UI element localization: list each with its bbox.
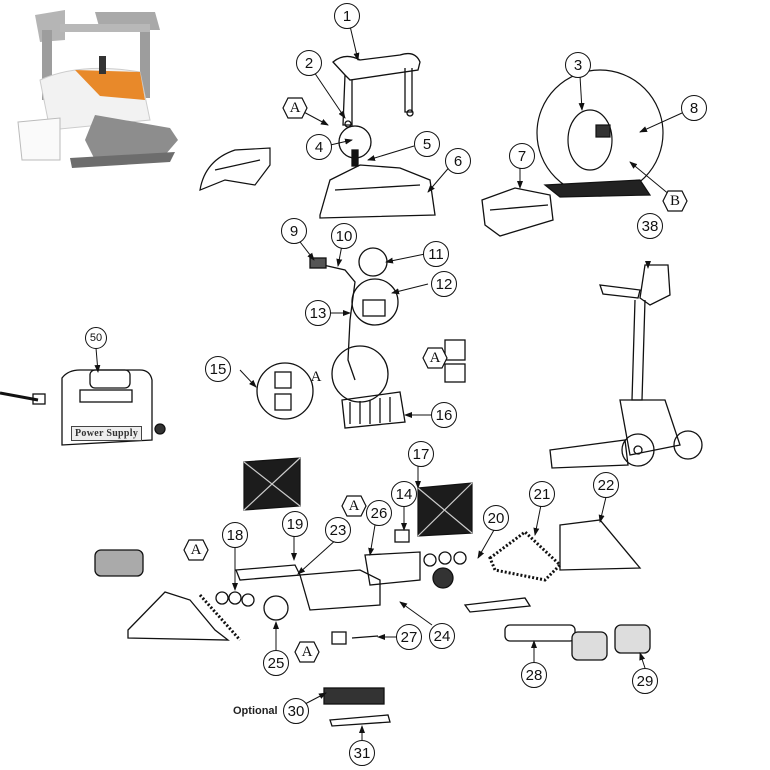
power-supply-label: Power Supply xyxy=(71,426,143,441)
callout-19: 19 xyxy=(282,511,308,537)
callout-9: 9 xyxy=(281,218,307,244)
callout-18: 18 xyxy=(222,522,248,548)
callout-38: 38 xyxy=(637,213,663,239)
handle-frame-part xyxy=(332,52,421,128)
callout-28: 28 xyxy=(521,662,547,688)
callout-15: 15 xyxy=(205,356,231,382)
top-cover-part xyxy=(199,147,271,191)
filter-panels xyxy=(243,457,473,537)
callout-12: 12 xyxy=(431,271,457,297)
callout-29: 29 xyxy=(632,668,658,694)
hexagon-icon xyxy=(341,495,367,517)
callout-21: 21 xyxy=(529,481,555,507)
hexagon-icon xyxy=(294,641,320,663)
callout-2: 2 xyxy=(296,50,322,76)
callout-1: 1 xyxy=(334,3,360,29)
callout-14: 14 xyxy=(391,481,417,507)
hexagon-icon xyxy=(282,97,308,119)
robot-product-photo xyxy=(17,10,178,168)
hex-label-a: A xyxy=(341,495,367,517)
callout-31: 31 xyxy=(349,740,375,766)
caddy-cart-part xyxy=(549,264,703,469)
callout-8: 8 xyxy=(681,95,707,121)
callout-17: 17 xyxy=(408,441,434,467)
hexagon-icon xyxy=(183,539,209,561)
callout-26: 26 xyxy=(366,500,392,526)
callout-30: 30 xyxy=(283,698,309,724)
hex-label-a: A xyxy=(422,347,448,369)
callout-11: 11 xyxy=(423,241,449,267)
callout-7: 7 xyxy=(509,143,535,169)
body-cover-part xyxy=(319,125,436,219)
callout-16: 16 xyxy=(431,402,457,428)
detail-circle-electronics xyxy=(536,69,664,198)
power-supply-unit xyxy=(0,369,166,446)
hex-label-a: A xyxy=(294,641,320,663)
hex-label-b: B xyxy=(662,190,688,212)
optional-label: Optional xyxy=(233,705,278,717)
hex-label-a: A xyxy=(183,539,209,561)
drive-chassis-parts xyxy=(94,519,651,727)
callout-27: 27 xyxy=(396,624,422,650)
cable-motor-assembly xyxy=(256,247,466,429)
callout-10: 10 xyxy=(331,223,357,249)
side-cover-part xyxy=(481,187,554,237)
hexagon-icon xyxy=(422,347,448,369)
callout-23: 23 xyxy=(325,517,351,543)
callout-24: 24 xyxy=(429,623,455,649)
callout-4: 4 xyxy=(306,134,332,160)
callout-13: 13 xyxy=(305,300,331,326)
hex-label-a: A xyxy=(282,97,308,119)
hexagon-icon xyxy=(662,190,688,212)
callout-50: 50 xyxy=(85,327,107,349)
inline-label-a: A xyxy=(310,368,322,385)
callout-6: 6 xyxy=(445,148,471,174)
callout-3: 3 xyxy=(565,52,591,78)
callout-20: 20 xyxy=(483,505,509,531)
callout-5: 5 xyxy=(414,131,440,157)
callout-22: 22 xyxy=(593,472,619,498)
callout-25: 25 xyxy=(263,650,289,676)
